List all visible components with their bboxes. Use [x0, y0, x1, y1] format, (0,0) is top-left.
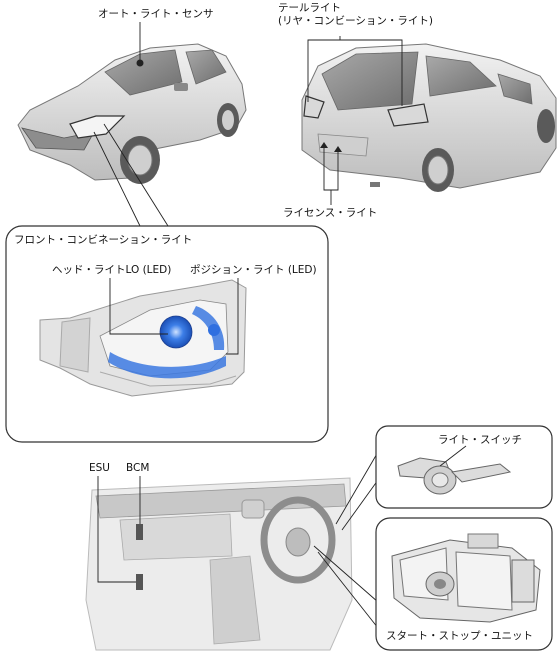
start-stop-unit-label: スタート・ストップ・ユニット [386, 630, 533, 642]
tail-light-sublabel: (リヤ・コンビーション・ライト) [278, 15, 433, 27]
front-combination-light-label: フロント・コンビネーション・ライト [14, 234, 193, 246]
position-light-label: ポジション・ライト (LED) [190, 264, 317, 276]
license-arrow-heads [320, 142, 342, 152]
callout-leader-lines [109, 278, 239, 355]
headlight-lo-label: ヘッド・ライトLO (LED) [52, 264, 172, 276]
esu-label: ESU [89, 462, 110, 474]
auto-light-sensor-label: オート・ライト・センサ [98, 8, 214, 20]
start-stop-unit-illustration [391, 533, 541, 623]
esu-marker [136, 574, 143, 590]
light-switch-label: ライト・スイッチ [438, 434, 522, 446]
light-switch-callout [375, 425, 553, 509]
headlamp-assembly [39, 279, 247, 397]
interior-leader-lines [97, 451, 379, 629]
bcm-marker [136, 524, 143, 540]
interior-illustration [85, 477, 353, 651]
rear-car-illustration [301, 43, 557, 192]
front-car-illustration [17, 43, 247, 184]
leader-lines [93, 22, 403, 227]
bcm-label: BCM [126, 462, 150, 474]
headlight-lo-led [159, 315, 193, 349]
light-switch-illustration [397, 445, 512, 495]
tail-light-label: テールライト [278, 2, 341, 14]
license-light-label: ライセンス・ライト [283, 207, 378, 219]
auto-light-sensor-marker [136, 59, 144, 67]
